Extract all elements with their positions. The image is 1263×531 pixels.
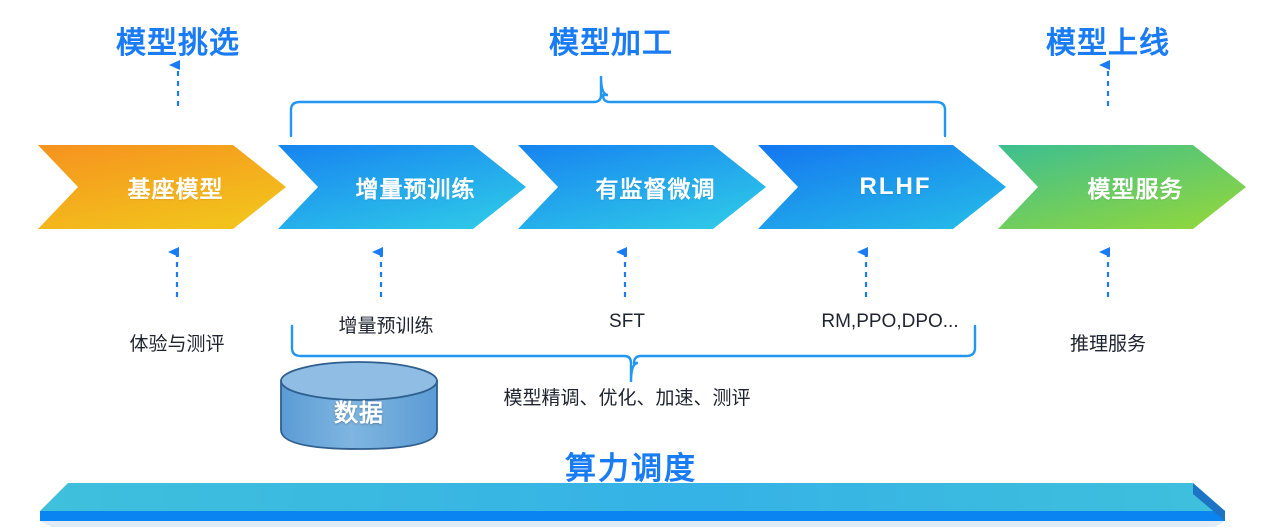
platform-front-face [40,511,1225,521]
brace-bottom-processing [290,324,977,383]
database-cylinder-icon [280,361,438,450]
chevron-model-service [998,145,1246,229]
section-title-model-processing: 模型加工 [549,27,673,60]
annotation-eval: 体验与测评 [129,334,225,355]
annotation-processing-summary: 模型精调、优化、加速、测评 [503,388,751,409]
section-title-model-online: 模型上线 [1046,27,1170,60]
pipeline-stage-pretrain[interactable]: 增量预训练 [318,145,513,229]
chevron-pretrain [278,145,526,229]
platform-caption: 算力调度 [565,451,697,486]
brace-top-processing [289,75,947,138]
top-dashed-arrows [169,60,1110,106]
annotation-sft: SFT [609,311,645,332]
annotation-inference-service: 推理服务 [1069,334,1146,355]
pipeline-stage-sft[interactable]: 有监督微调 [558,145,753,229]
pipeline-stage-rlhf[interactable]: RLHF [798,145,993,229]
chevron-rlhf [758,145,1006,229]
annotation-pretrain: 增量预训练 [338,316,434,337]
bottom-dashed-arrows [168,247,1110,297]
platform-right-bevel [1193,483,1225,521]
database-label: 数据 [334,399,384,427]
pipeline-stage-base-model-label: 基座模型 [127,176,224,202]
chevron-base-model [38,145,286,229]
section-title-model-selection: 模型挑选 [116,27,240,60]
pipeline-stage-pretrain-label: 增量预训练 [355,176,476,202]
platform-top-face [40,483,1225,511]
pipeline-stage-rlhf-label: RLHF [859,173,932,200]
pipeline-stage-sft-label: 有监督微调 [595,176,716,202]
compute-platform-slab [40,483,1225,527]
chevron-sft [518,145,766,229]
annotation-rlhf-algorithms: RM,PPO,DPO... [821,311,959,332]
pipeline-stage-model-service[interactable]: 模型服务 [1038,145,1233,229]
database-node[interactable]: 数据 [281,372,437,448]
pipeline-stage-base-model[interactable]: 基座模型 [78,145,273,229]
pipeline-stage-model-service-label: 模型服务 [1087,176,1184,202]
pipeline-chevrons [38,145,1246,229]
